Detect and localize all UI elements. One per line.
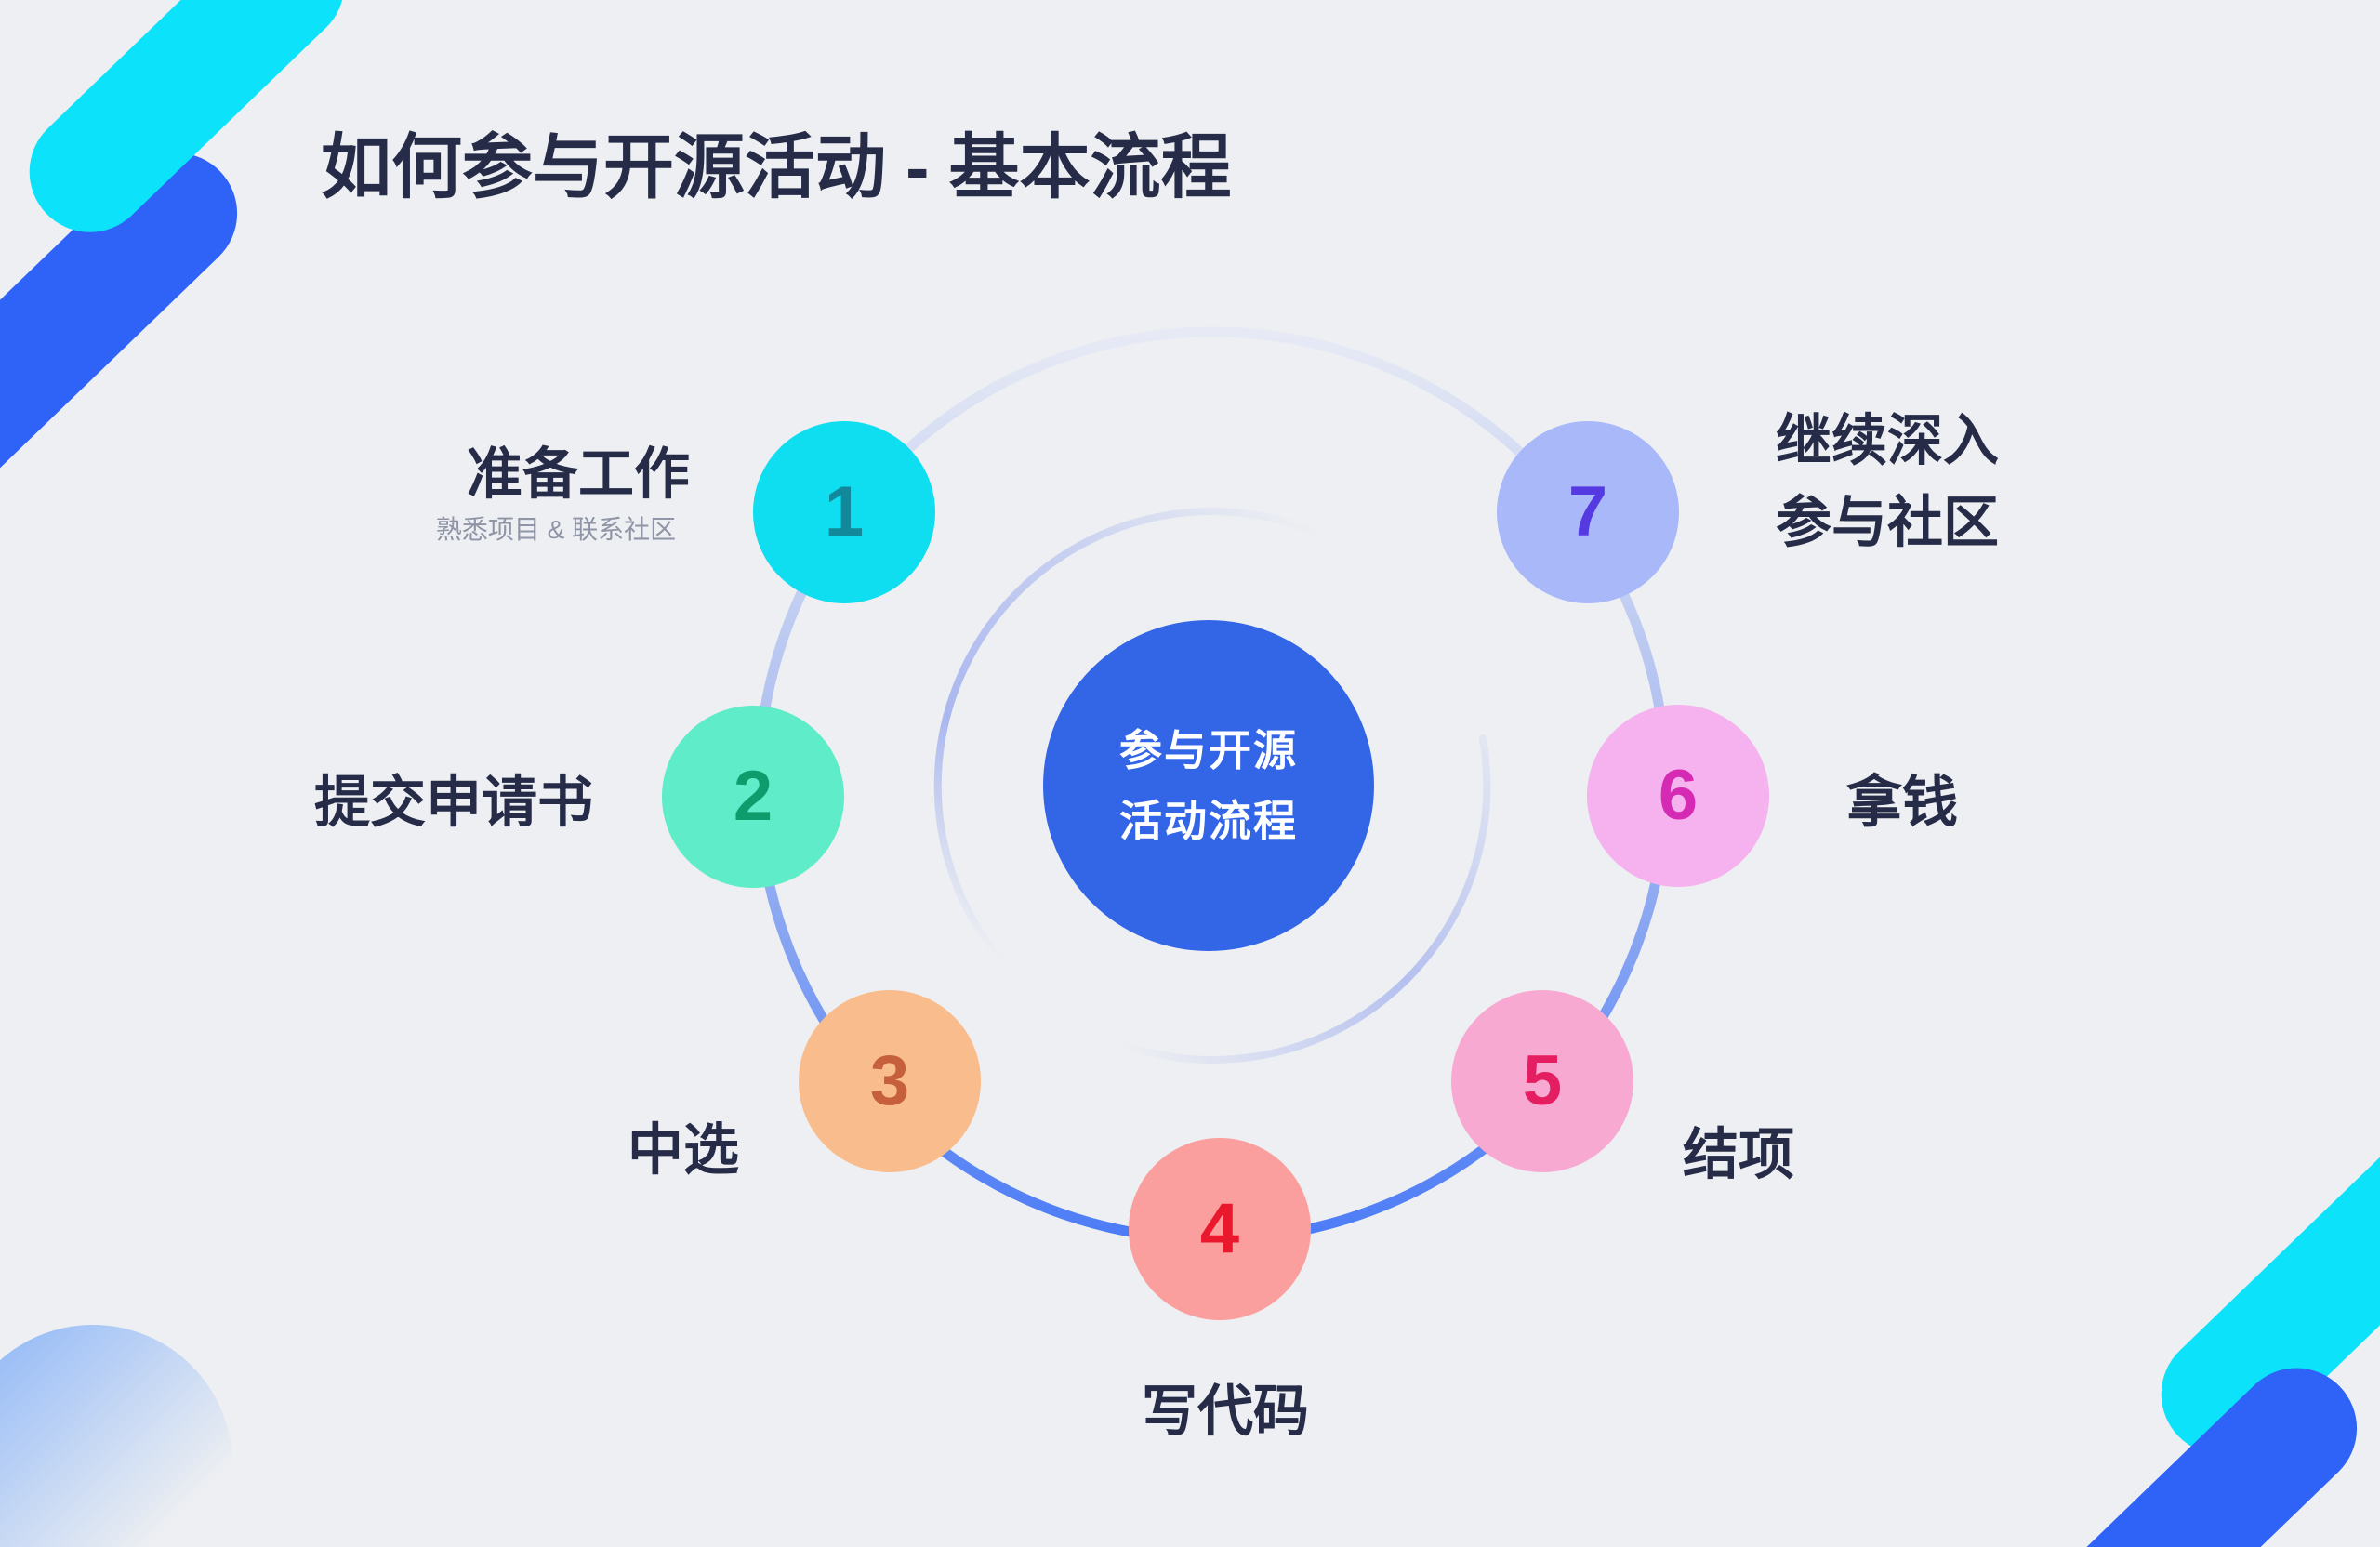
step-number-4: 4	[1199, 1189, 1240, 1268]
step-label-7-line-1: 继续深入	[1776, 409, 1999, 472]
step-label-7-line-2: 参与社区	[1776, 491, 1999, 554]
step-circle-6: 6	[1587, 705, 1769, 887]
step-circle-4: 4	[1129, 1138, 1311, 1320]
center-title-line-1: 参与开源	[1119, 726, 1298, 774]
step-label-5: 结项	[1683, 1123, 1794, 1186]
step-number-7: 7	[1567, 472, 1608, 551]
center-circle: 参与开源 活动流程	[1043, 620, 1374, 951]
step-number-6: 6	[1658, 756, 1699, 835]
step-label-3: 中选	[628, 1118, 739, 1182]
step-label-4: 写代码	[1142, 1380, 1309, 1443]
page-title: 如何参与开源活动 - 基本流程	[321, 128, 1232, 207]
step-label-1: 准备工作	[467, 443, 690, 506]
step-circle-5: 5	[1451, 990, 1633, 1172]
step-label-2: 提交申请书	[314, 771, 593, 834]
step-number-5: 5	[1522, 1041, 1563, 1120]
step-number-2: 2	[733, 757, 774, 836]
step-sublabel-1: 熟悉项目 & 联系社区	[435, 515, 677, 544]
step-circle-2: 2	[662, 706, 844, 888]
step-circle-7: 7	[1497, 421, 1679, 603]
step-circle-1: 1	[753, 421, 935, 603]
step-number-1: 1	[824, 472, 865, 551]
center-title-line-2: 活动流程	[1119, 797, 1298, 845]
decor-gradient-ball-bottom-left	[0, 1325, 232, 1547]
step-label-6: 拿钱	[1846, 771, 1958, 834]
step-circle-3: 3	[799, 990, 981, 1172]
step-number-3: 3	[869, 1041, 910, 1120]
